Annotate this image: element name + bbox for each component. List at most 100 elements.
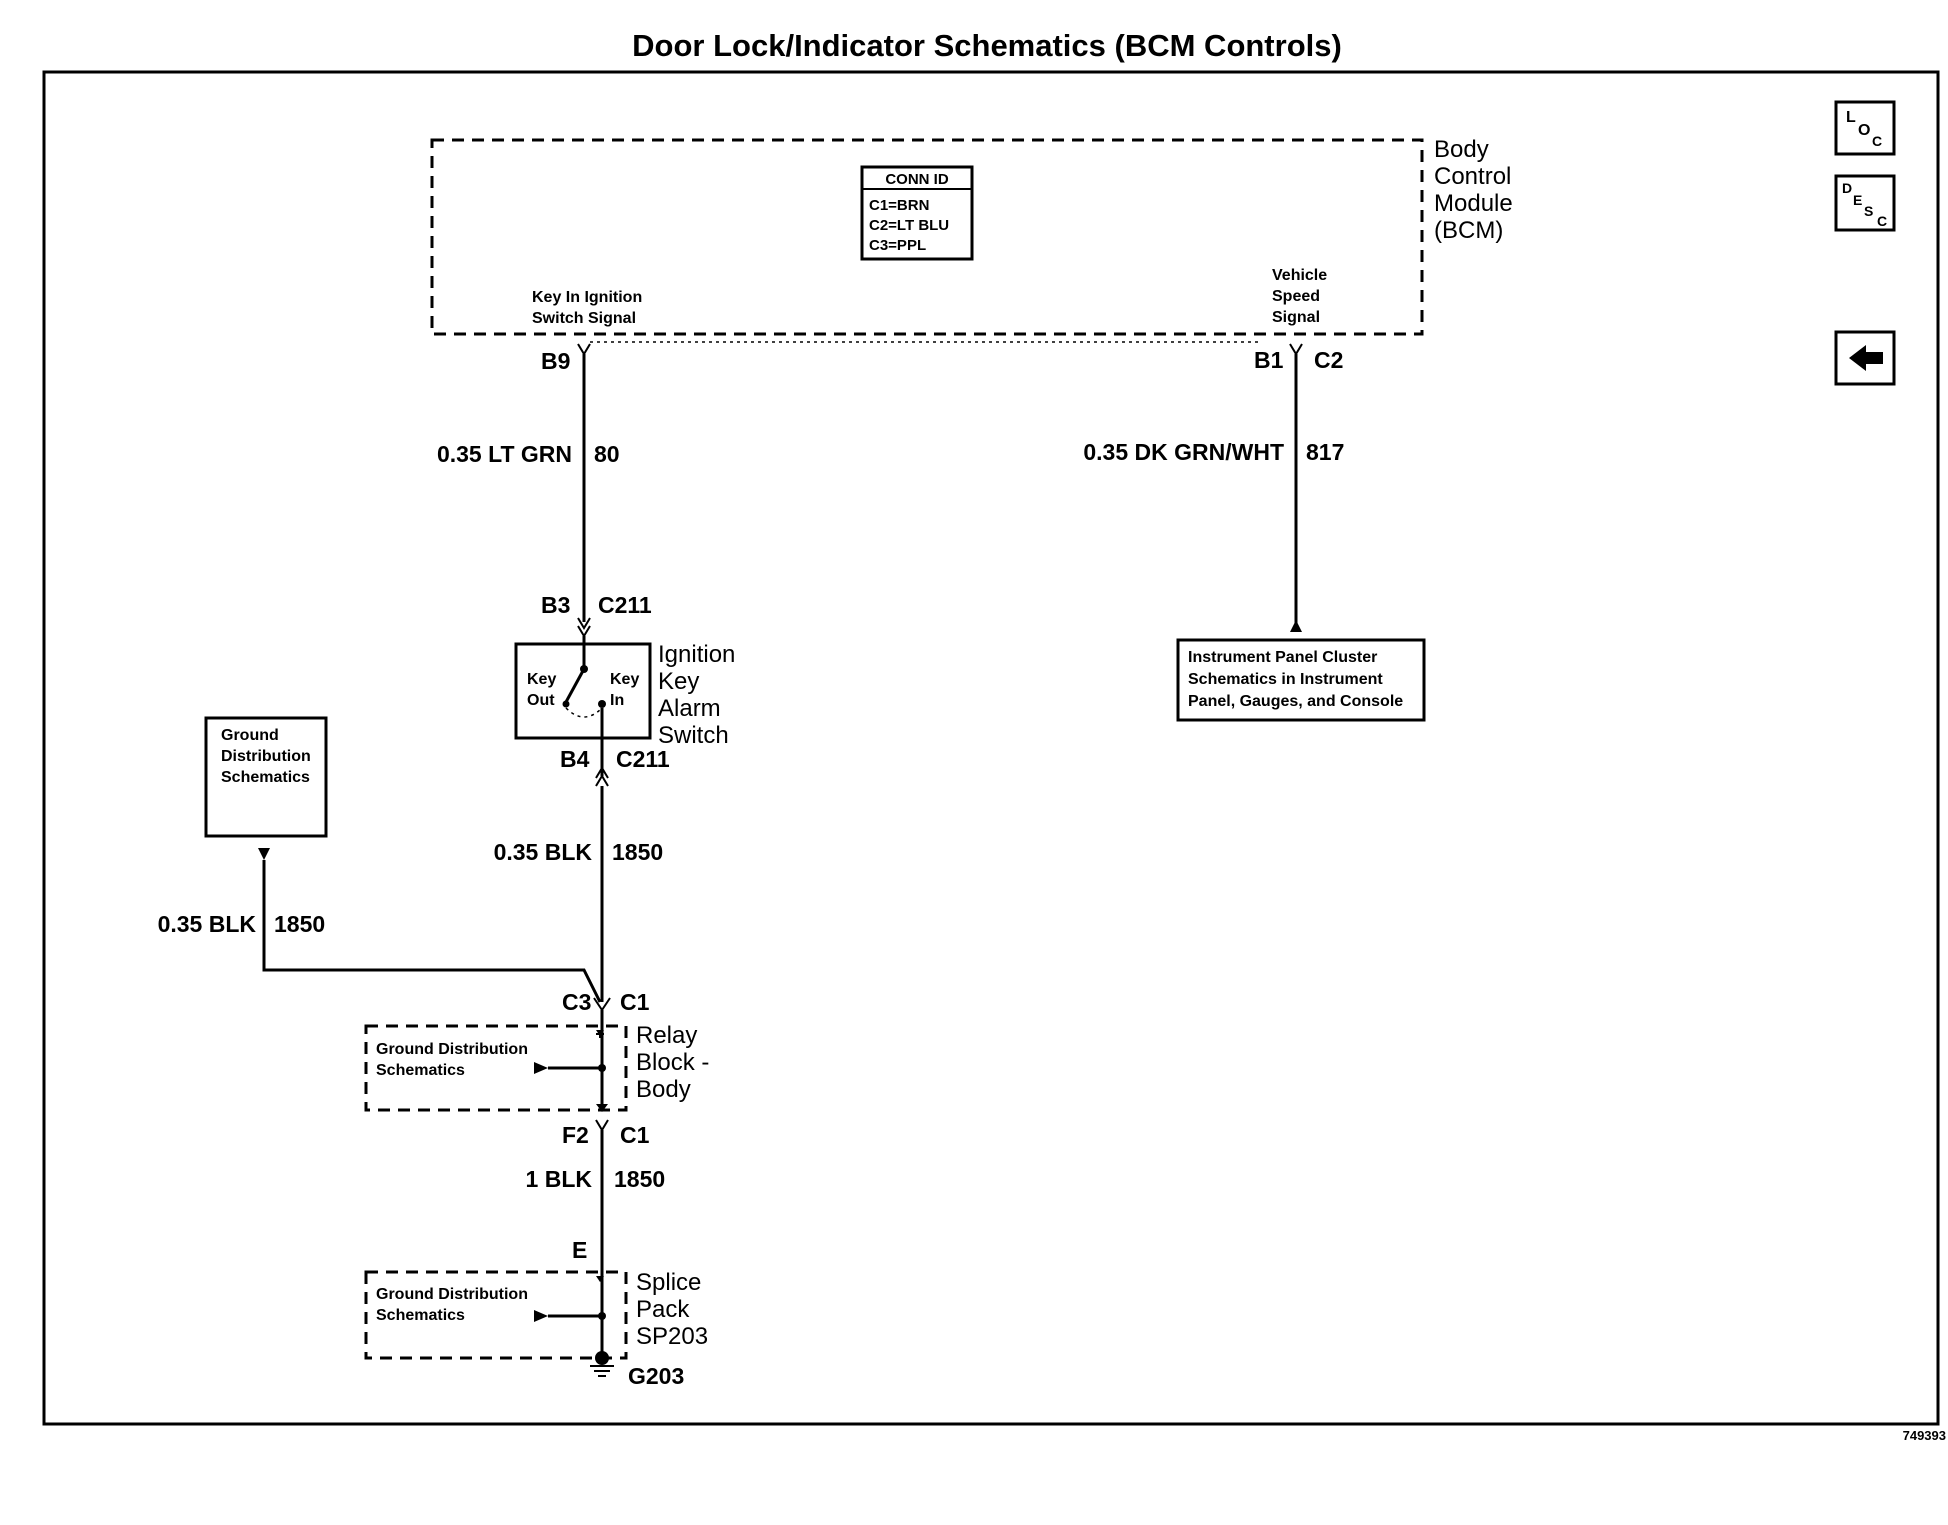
desc-d: D — [1842, 180, 1852, 196]
speed-signal-label-1: Vehicle — [1272, 267, 1327, 284]
left-arrow-icon — [1849, 345, 1883, 371]
ignition-name-3: Alarm — [658, 695, 721, 722]
splice-gd-line-2: Schematics — [376, 1307, 465, 1324]
switch-travel-arc — [565, 707, 603, 718]
b1-connector-symbol — [1289, 343, 1303, 356]
connector-c2: C2 — [1314, 347, 1343, 373]
b9-connector-symbol — [577, 343, 591, 356]
wire-1850-left — [262, 860, 602, 1003]
switch-blade — [564, 668, 586, 703]
wire-1850-left-color: 0.35 BLK — [158, 911, 257, 937]
splice-name-1: Splice — [636, 1269, 701, 1296]
relay-name-1: Relay — [636, 1022, 697, 1049]
bcm-name-2: Control — [1434, 163, 1511, 190]
ground-icon — [590, 1351, 614, 1377]
conn-id-row-1: C1=BRN — [869, 197, 929, 214]
splice-name-3: SP203 — [636, 1323, 708, 1350]
loc-c: C — [1872, 133, 1882, 149]
pin-c3: C3 — [562, 989, 591, 1015]
conn-id-header: CONN ID — [885, 171, 949, 188]
splice-name-2: Pack — [636, 1296, 690, 1323]
wire-1850-upper-number: 1850 — [612, 839, 663, 865]
relay-block-box — [364, 1024, 628, 1112]
relay-name-2: Block - — [636, 1049, 709, 1076]
wire-1850-left-number: 1850 — [274, 911, 325, 937]
key-in-label-2: In — [610, 692, 624, 709]
key-out-contact — [562, 700, 570, 708]
pin-b3: B3 — [541, 592, 570, 618]
key-signal-label-1: Key In Ignition — [532, 289, 642, 306]
wire-1850-lower-number: 1850 — [614, 1166, 665, 1192]
splice-ground-distribution-link[interactable]: Ground Distribution Schematics — [376, 1286, 528, 1324]
ground-dist-box — [204, 716, 328, 838]
relay-gd-line-2: Schematics — [376, 1062, 465, 1079]
bcm-name-1: Body — [1434, 136, 1489, 163]
connector-relay-c1-bottom: C1 — [620, 1122, 650, 1148]
ignition-name-1: Ignition — [658, 641, 735, 668]
ground-dist-arrow-icon — [258, 848, 270, 860]
pin-f2: F2 — [562, 1122, 589, 1148]
wire-817-number: 817 — [1306, 439, 1344, 465]
splice-gd-line-1: Ground Distribution — [376, 1286, 528, 1303]
key-signal-label-2: Switch Signal — [532, 310, 636, 327]
page-title: Door Lock/Indicator Schematics (BCM Cont… — [632, 28, 1342, 63]
wire-80-number: 80 — [594, 441, 620, 467]
conn-id-frame — [860, 165, 974, 261]
ipc-line-2: Schematics in Instrument — [1188, 671, 1383, 688]
conn-id-row-3: C3=PPL — [869, 237, 926, 254]
b4-connector-symbol — [595, 766, 609, 787]
speed-signal-label-2: Speed — [1272, 288, 1320, 305]
desc-c: C — [1877, 213, 1887, 229]
ipc-line-1: Instrument Panel Cluster — [1188, 649, 1377, 666]
pin-b1: B1 — [1254, 347, 1284, 373]
bcm-name-4: (BCM) — [1434, 217, 1503, 244]
desc-button[interactable]: D E S C — [1834, 174, 1896, 232]
key-in-label-1: Key — [610, 671, 639, 688]
relay-gd-line-1: Ground Distribution — [376, 1041, 528, 1058]
loc-button[interactable]: L O C — [1834, 100, 1896, 156]
relay-gd-arrow-icon — [534, 1062, 548, 1074]
bcm-box — [430, 138, 1424, 336]
splice-gd-arrow-icon — [534, 1310, 548, 1322]
ground-distribution-link[interactable]: Ground Distribution Schematics — [204, 716, 328, 838]
pin-b9: B9 — [541, 348, 570, 374]
ipc-arrow-icon — [1290, 620, 1302, 632]
loc-o: O — [1858, 122, 1870, 139]
conn-id-row-2: C2=LT BLU — [869, 217, 949, 234]
key-out-label-2: Out — [527, 692, 555, 709]
relay-name-3: Body — [636, 1076, 691, 1103]
wire-817-color: 0.35 DK GRN/WHT — [1083, 439, 1284, 465]
ipc-box — [1176, 638, 1426, 722]
loc-l: L — [1846, 109, 1856, 126]
bcm-name-3: Module — [1434, 190, 1513, 217]
wire-80-color: 0.35 LT GRN — [437, 441, 572, 467]
desc-e: E — [1853, 192, 1862, 208]
ipc-schematic-link[interactable]: Instrument Panel Cluster Schematics in I… — [1176, 638, 1426, 722]
ground-dist-line-3: Schematics — [221, 769, 310, 786]
connector-relay-c1-top: C1 — [620, 989, 650, 1015]
relay-ground-distribution-link[interactable]: Ground Distribution Schematics — [376, 1041, 528, 1079]
key-in-contact — [598, 700, 606, 708]
loc-button-frame — [1834, 100, 1896, 156]
ground-dist-line-1: Ground — [221, 727, 279, 744]
ground-g203-label: G203 — [628, 1363, 684, 1389]
key-out-label-1: Key — [527, 671, 556, 688]
wire-1850-lower-color: 1 BLK — [526, 1166, 593, 1192]
ignition-name-4: Switch — [658, 722, 729, 749]
back-button[interactable] — [1834, 330, 1896, 386]
connector-c211-bottom: C211 — [616, 746, 670, 772]
wire-1850-upper-color: 0.35 BLK — [494, 839, 593, 865]
diagram-frame — [42, 70, 1940, 1426]
desc-button-frame — [1834, 174, 1896, 232]
conn-id-table: CONN ID C1=BRN C2=LT BLU C3=PPL — [860, 165, 974, 261]
relay-bottom-arrow-icon — [596, 1104, 608, 1112]
connector-c211-top: C211 — [598, 592, 652, 618]
pin-e: E — [572, 1237, 587, 1263]
pin-b4: B4 — [560, 746, 590, 772]
splice-pack-box — [364, 1270, 628, 1360]
speed-signal-label-3: Signal — [1272, 309, 1320, 326]
ignition-name-2: Key — [658, 668, 699, 695]
f2-connector-symbol — [595, 1119, 609, 1132]
